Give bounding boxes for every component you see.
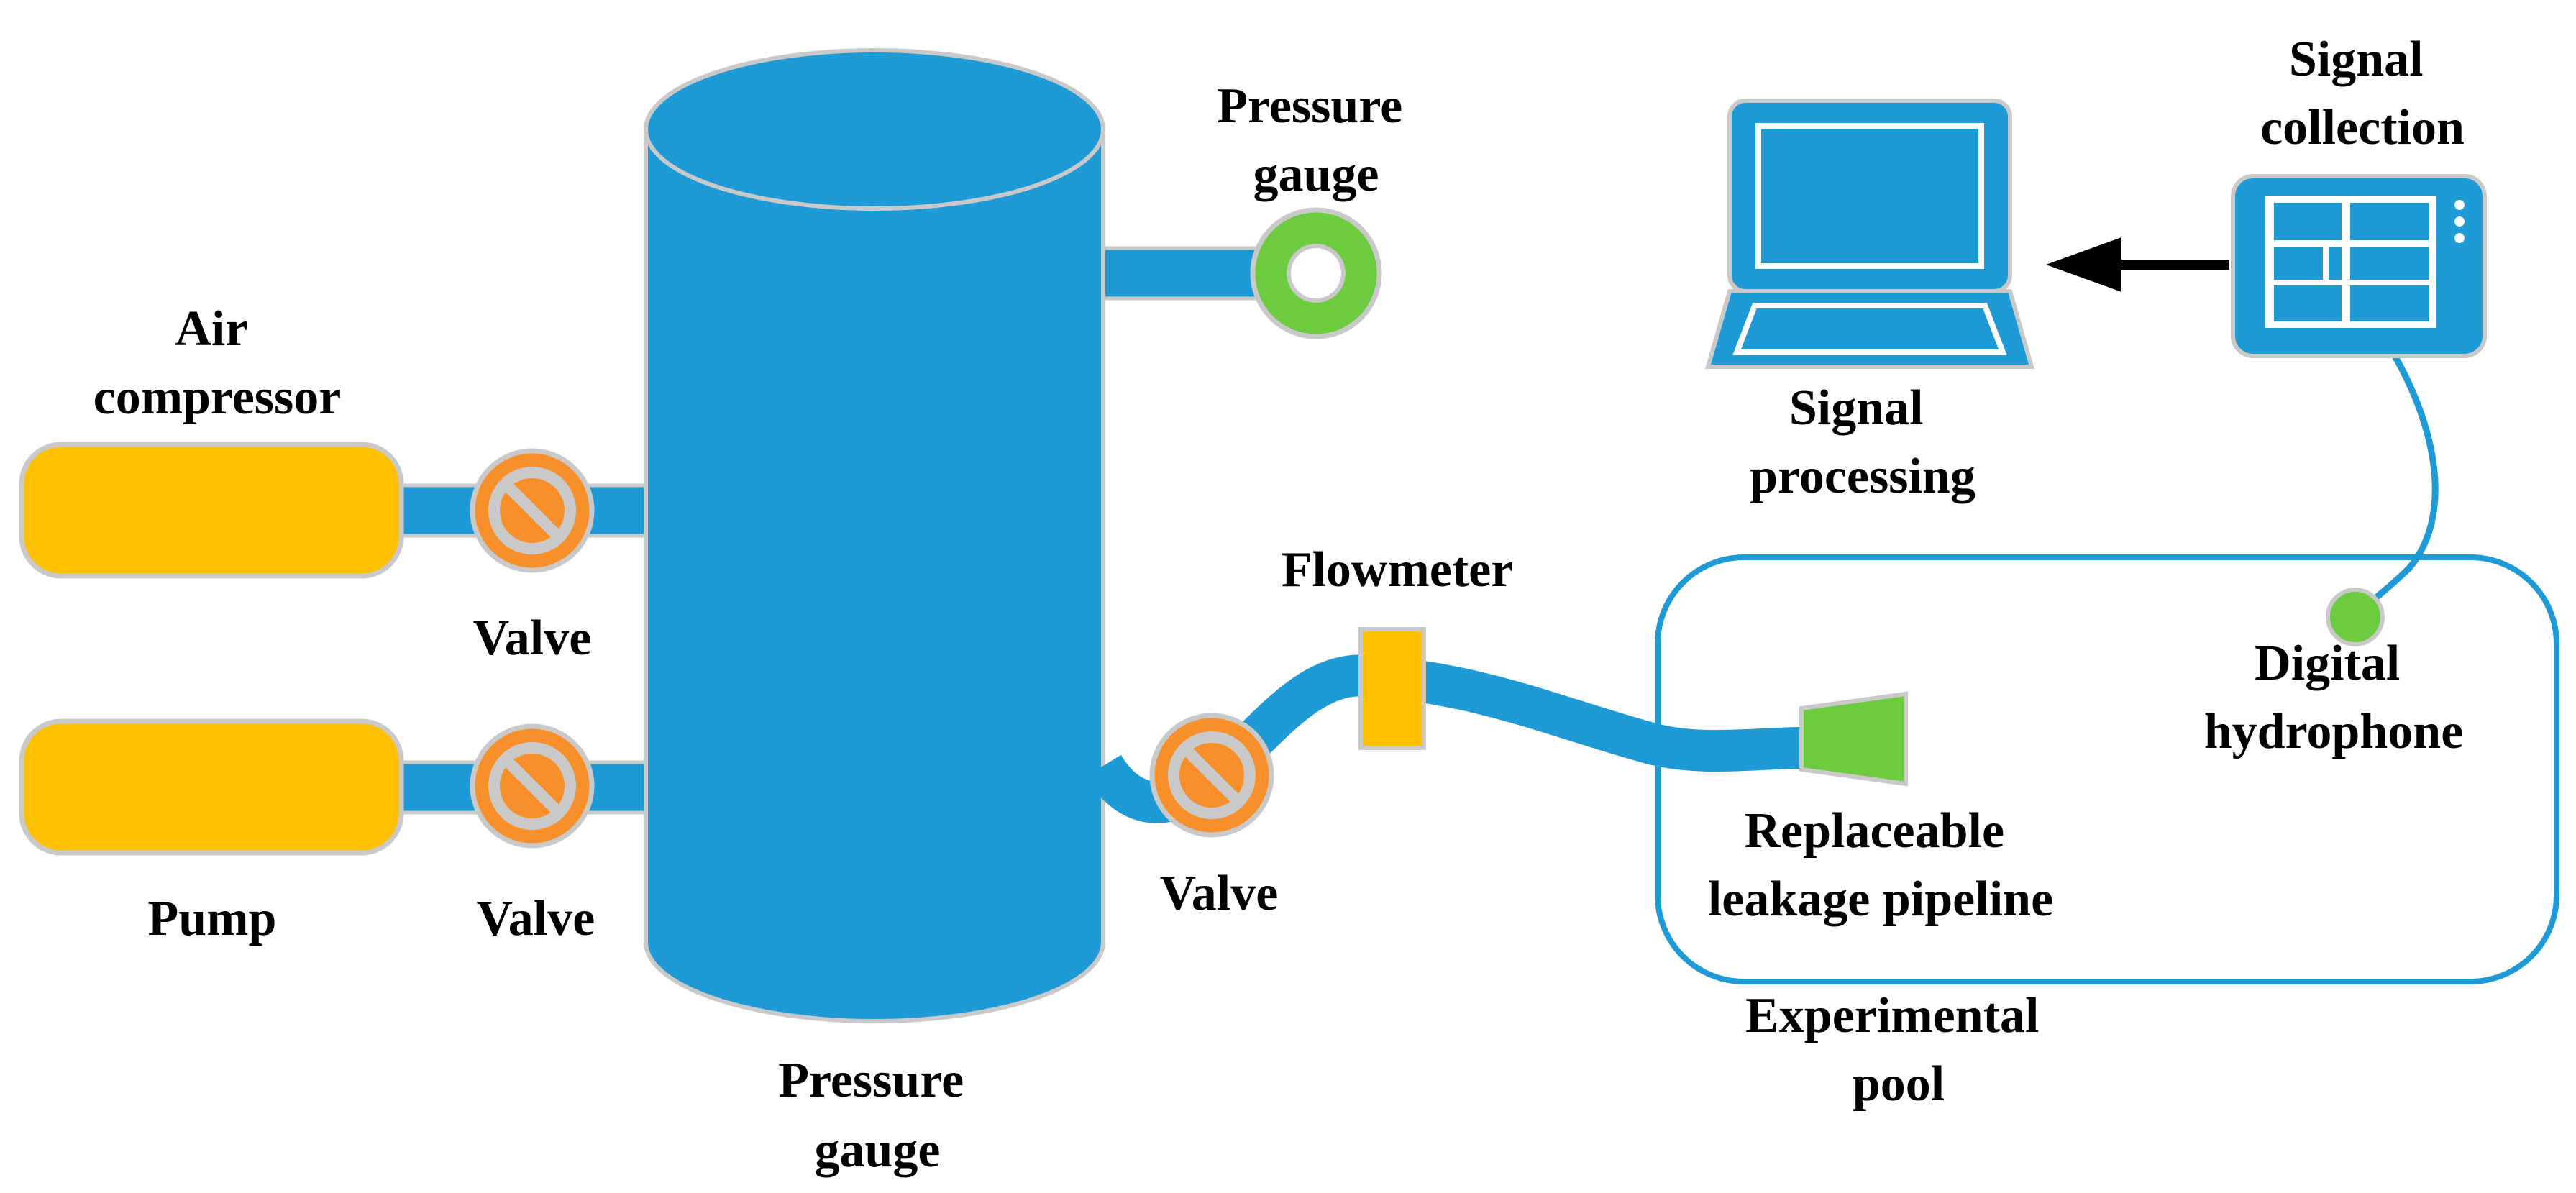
experimental-pool [1655, 554, 2559, 984]
replaceable-pipeline [1799, 691, 1908, 787]
valve-icon [470, 723, 595, 849]
pump [19, 718, 404, 856]
tablet-icon [2231, 174, 2487, 358]
label-signal-collection: Signal collection [2260, 32, 2465, 155]
pipe-tank-gauge [1095, 246, 1271, 301]
label-pressure-gauge-bottom: Pressure gauge [778, 1053, 976, 1178]
pressure-tank [644, 48, 1105, 1023]
label-pressure-gauge-top: Pressure gauge [1217, 78, 1415, 202]
hydrophone-cable [2356, 354, 2439, 617]
label-valve-outlet: Valve [1160, 866, 1279, 921]
label-replaceable-pipeline: Replaceable leakage pipeline [1708, 803, 2053, 927]
flowmeter [1358, 627, 1426, 750]
label-digital-hydrophone: Digital hydrophone [2204, 636, 2464, 759]
label-signal-processing: Signal processing [1750, 380, 1976, 504]
label-flowmeter: Flowmeter [1282, 542, 1514, 598]
label-pump: Pump [148, 891, 277, 946]
label-valve-top: Valve [473, 611, 592, 666]
laptop-icon [1705, 99, 2034, 369]
valve-icon [470, 448, 595, 573]
pressure-gauge-icon [1250, 207, 1382, 339]
label-air-compressor: Air compressor [93, 301, 342, 425]
valve-icon [1149, 713, 1274, 838]
label-valve-bottom: Valve [477, 891, 595, 946]
digital-hydrophone [2326, 588, 2385, 646]
data-arrow [2046, 237, 2229, 292]
label-experimental-pool: Experimental pool [1745, 988, 2052, 1112]
air-compressor [19, 442, 404, 579]
